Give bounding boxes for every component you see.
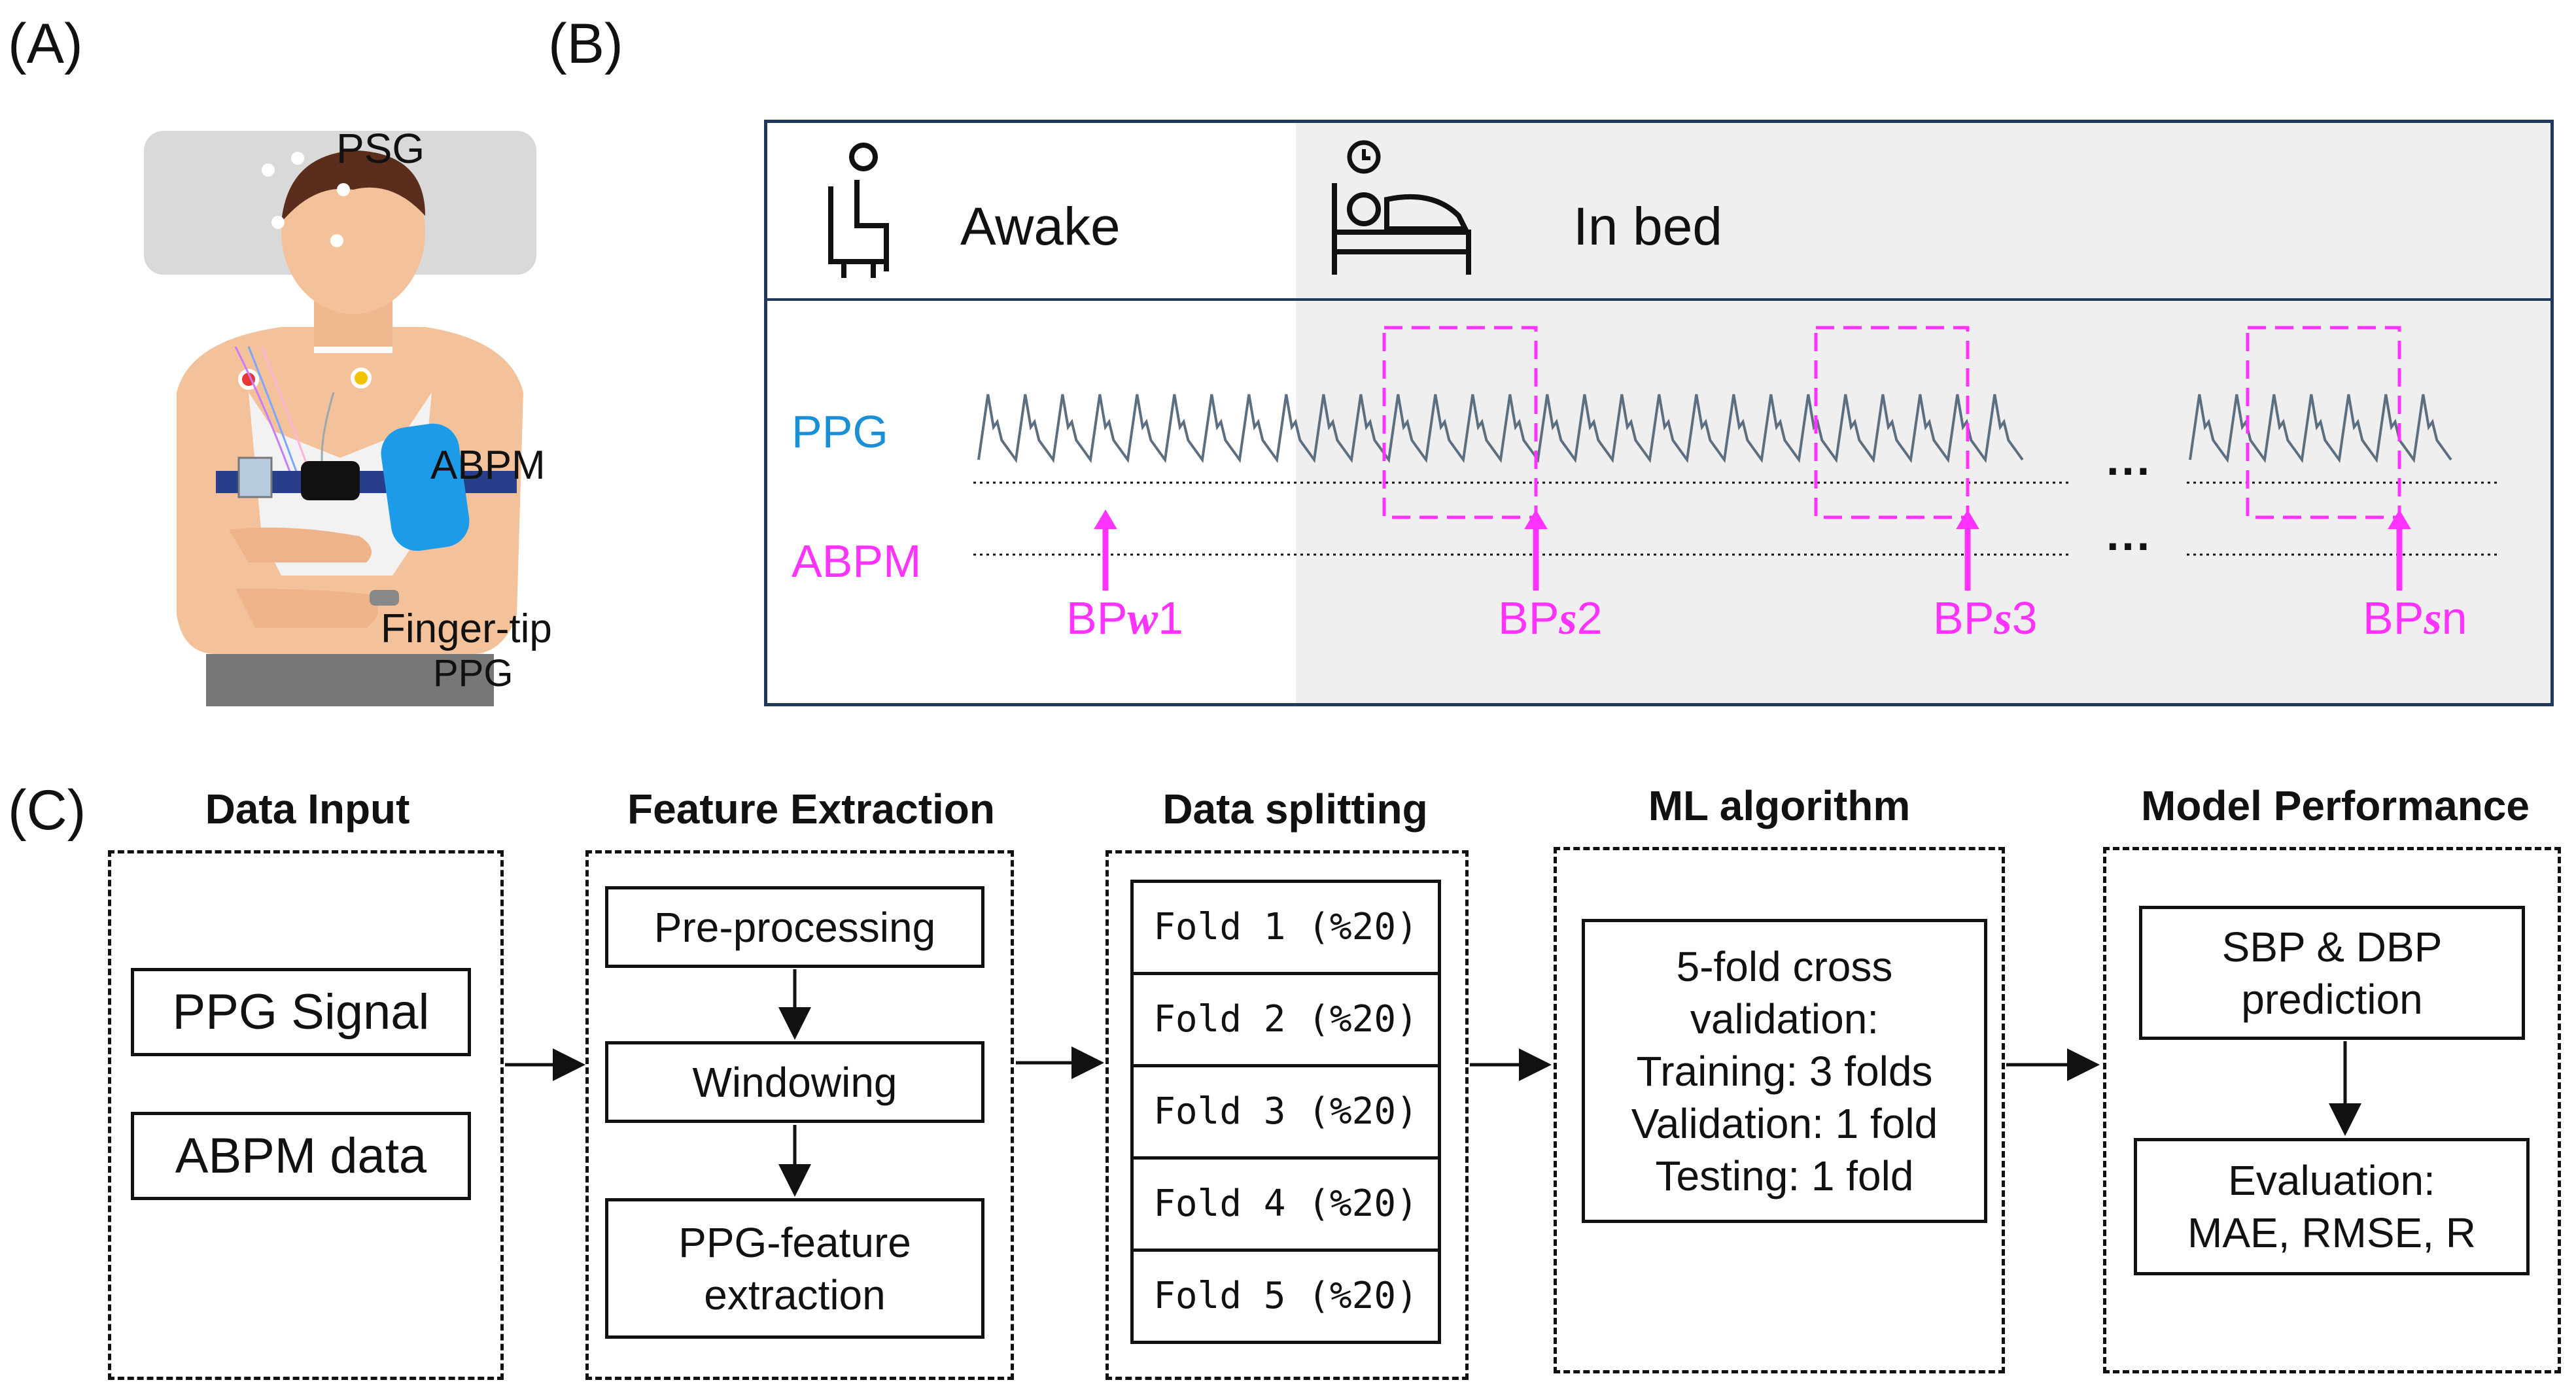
ppg-trace-segment-1 bbox=[977, 394, 2024, 464]
fingertip-label: Finger-tip bbox=[381, 606, 552, 651]
cross-validation-box: 5-fold cross validation: Training: 3 fol… bbox=[1582, 919, 1987, 1223]
cv-line-1: 5-fold cross validation: bbox=[1676, 942, 1893, 1042]
abpm-label-a: ABPM bbox=[430, 443, 546, 488]
abpm-data-box: ABPM data bbox=[131, 1112, 471, 1200]
pants bbox=[206, 654, 494, 706]
ppg-feature-extraction-box: PPG-feature extraction bbox=[605, 1198, 984, 1339]
fold-3-box: Fold 3 (%20) bbox=[1130, 1064, 1441, 1160]
forearm bbox=[229, 527, 372, 562]
header-divider bbox=[767, 298, 2550, 301]
fold-4-box: Fold 4 (%20) bbox=[1130, 1156, 1441, 1252]
panel-label-a: (A) bbox=[8, 12, 83, 75]
bp-label-2: BPs2 bbox=[1498, 593, 1603, 644]
fold-1-box: Fold 1 (%20) bbox=[1130, 880, 1441, 975]
windowing-box: Windowing bbox=[605, 1041, 984, 1123]
ppg-trace-segment-2 bbox=[2189, 394, 2452, 464]
fold-5-box: Fold 5 (%20) bbox=[1130, 1249, 1441, 1344]
psg-label: PSG bbox=[336, 125, 425, 172]
ppg-waveform bbox=[977, 394, 2452, 464]
seated-person-icon bbox=[828, 143, 889, 278]
cv-line-3: Validation: 1 fold bbox=[1631, 1099, 1938, 1147]
stage-title-feature-extraction: Feature Extraction bbox=[627, 785, 995, 833]
preprocessing-box: Pre-processing bbox=[605, 886, 984, 968]
stage-box-data-splitting bbox=[1105, 850, 1469, 1380]
ppg-recorder bbox=[301, 461, 360, 500]
window-box-2 bbox=[1382, 326, 1538, 519]
bp-label-n: BPsn bbox=[2363, 593, 2467, 644]
stage-box-data-input bbox=[108, 850, 504, 1380]
ppg-signal-label: PPG bbox=[792, 406, 888, 457]
stage-box-feature-extraction bbox=[585, 850, 1014, 1380]
abpm-signal-label: ABPM bbox=[792, 536, 922, 587]
ellipsis-abpm: ··· bbox=[2106, 521, 2152, 572]
stage-title-model-performance: Model Performance bbox=[2141, 782, 2530, 829]
signal-plot bbox=[973, 326, 2498, 591]
fingertip-sensor bbox=[370, 590, 399, 606]
window-box-3 bbox=[1814, 326, 1970, 519]
bed-clock-icon bbox=[1332, 140, 1471, 275]
stage-title-data-splitting: Data splitting bbox=[1162, 785, 1428, 833]
patient-illustration bbox=[144, 131, 536, 706]
hair bbox=[281, 150, 425, 222]
stage-box-ml-algorithm bbox=[1554, 847, 2005, 1373]
hand bbox=[235, 589, 378, 628]
cv-line-4: Testing: 1 fold bbox=[1655, 1152, 1914, 1199]
bp-label-1: BPw1 bbox=[1066, 593, 1184, 644]
awake-label: Awake bbox=[960, 197, 1121, 256]
panel-label-c: (C) bbox=[8, 779, 86, 842]
fingertip-ppg-label: PPG bbox=[433, 652, 513, 695]
window-box-n bbox=[2246, 326, 2401, 519]
sbp-dbp-prediction-box: SBP & DBP prediction bbox=[2139, 906, 2525, 1040]
abpm-cuff bbox=[381, 423, 470, 551]
ppg-signal-box: PPG Signal bbox=[131, 968, 471, 1056]
stage-box-model-performance bbox=[2103, 847, 2561, 1373]
panel-label-b: (B) bbox=[548, 12, 623, 75]
stage-title-data-input: Data Input bbox=[205, 785, 410, 833]
in-bed-label: In bed bbox=[1573, 197, 1722, 256]
cv-line-2: Training: 3 folds bbox=[1636, 1047, 1933, 1095]
ellipsis-ppg: ··· bbox=[2106, 445, 2152, 496]
bp-label-3: BPs3 bbox=[1933, 593, 2038, 644]
stage-title-ml-algorithm: ML algorithm bbox=[1648, 782, 1911, 829]
evaluation-box: Evaluation: MAE, RMSE, R bbox=[2134, 1138, 2530, 1275]
